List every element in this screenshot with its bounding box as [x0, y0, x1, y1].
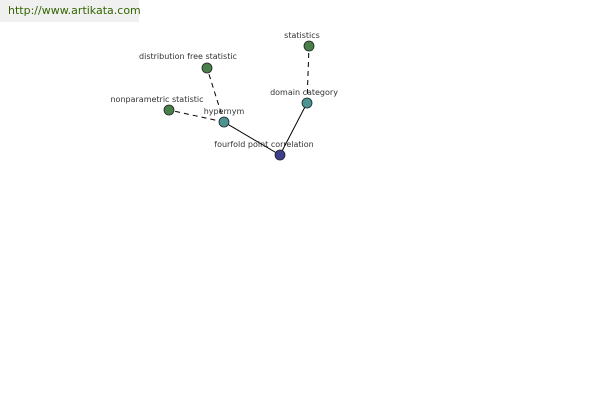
- edge-domain-statistics: [306, 45, 310, 104]
- node-hypernym[interactable]: [218, 116, 230, 128]
- site-url-link[interactable]: http://www.artikata.com: [8, 4, 141, 17]
- label-hypernym: hypernym: [204, 107, 245, 116]
- node-distribution[interactable]: [201, 62, 213, 74]
- edge-fourfold-domain: [279, 102, 308, 156]
- label-domain: domain category: [270, 88, 338, 97]
- node-nonparametric[interactable]: [163, 104, 175, 116]
- edge-hypernym-distribution: [206, 67, 225, 123]
- edge-hypernym-nonparametric: [168, 109, 225, 123]
- label-nonparametric: nonparametric statistic: [110, 95, 203, 104]
- edge-fourfold-hypernym: [223, 121, 281, 156]
- site-banner[interactable]: http://www.artikata.com: [0, 0, 141, 22]
- node-domain[interactable]: [301, 97, 313, 109]
- label-fourfold: fourfold point correlation: [214, 140, 314, 149]
- node-statistics[interactable]: [303, 40, 315, 52]
- label-distribution: distribution free statistic: [139, 52, 237, 61]
- node-fourfold[interactable]: [274, 149, 286, 161]
- label-statistics: statistics: [284, 31, 320, 40]
